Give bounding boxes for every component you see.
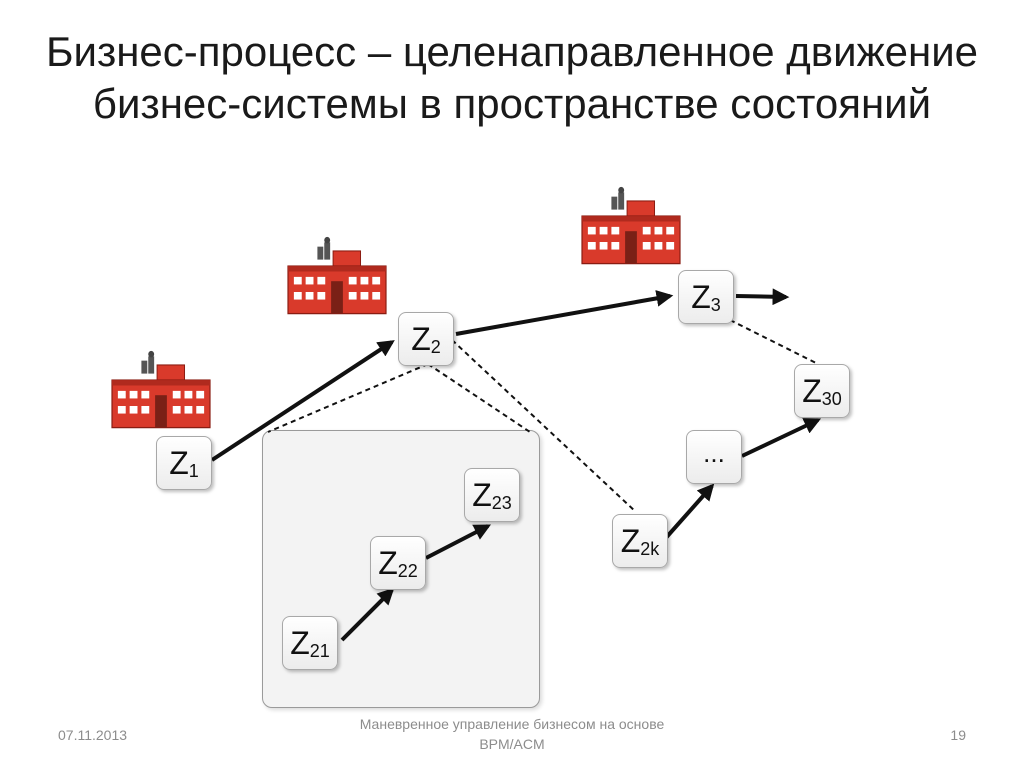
node-letter: Z	[169, 444, 189, 481]
factory-icon	[287, 236, 387, 315]
dashed-link-z3-z30	[721, 315, 819, 365]
node-subscript: 30	[821, 388, 842, 409]
node-letter: Z	[472, 476, 492, 513]
node-ellipsis-label: ...	[703, 437, 725, 468]
node-letter: Z	[691, 278, 711, 315]
arrow-z3-out	[735, 288, 790, 306]
footer-caption: Маневренное управление бизнесом на основ…	[359, 716, 665, 752]
slide-number: 19	[950, 727, 966, 743]
node-subscript: 21	[309, 640, 330, 661]
dashed-link-z2-panel-left	[267, 363, 429, 433]
factory-icon	[581, 186, 681, 265]
arrow-z1-z2	[210, 340, 395, 462]
arrow-z22-z23	[425, 524, 491, 560]
node-subscript: 2	[430, 336, 441, 357]
node-letter: Z	[620, 522, 641, 559]
arrow-z2-z3	[455, 290, 674, 336]
slide-title: Бизнес-процесс – целенаправленное движен…	[45, 28, 979, 127]
state-node-ellipsis[interactable]: ...	[686, 430, 742, 484]
arrow-ellipsis-z30	[741, 418, 822, 458]
node-subscript: 3	[710, 294, 721, 315]
footer-date: 07.11.2013	[58, 727, 128, 743]
dashed-link-z2-panel-right	[427, 363, 531, 433]
node-letter: Z	[802, 372, 822, 409]
node-subscript: 22	[397, 560, 418, 581]
arrow-z21-z22	[340, 587, 395, 642]
node-letter: Z	[411, 320, 431, 357]
node-letter: Z	[290, 624, 310, 661]
node-subscript: 23	[491, 492, 512, 513]
arrow-z2k-ellipsis	[662, 483, 715, 542]
node-subscript: 2k	[640, 538, 660, 559]
node-letter: Z	[378, 544, 398, 581]
dashed-link-z2-z2k	[451, 339, 637, 513]
factory-icon	[111, 350, 211, 429]
node-subscript: 1	[188, 460, 199, 481]
